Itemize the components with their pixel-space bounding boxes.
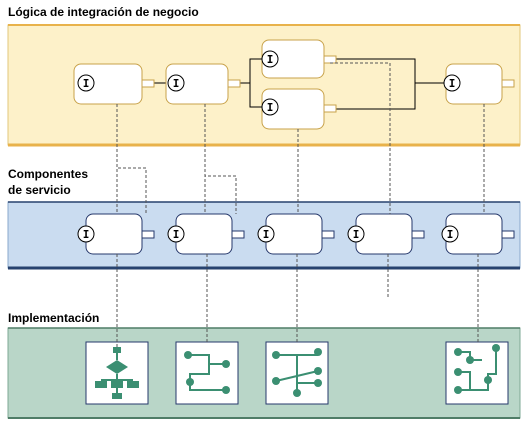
graph-2-node (272, 351, 280, 359)
service-component-3-interface-letter: I (263, 228, 270, 241)
graph-2-node (314, 379, 322, 387)
service-component-2-interface-icon (167, 225, 185, 243)
graph-3-node (454, 386, 462, 394)
service-component-3-interface-icon (257, 225, 275, 243)
business-component-b-interface-icon (167, 74, 185, 92)
business-component-a-reference (141, 79, 155, 88)
graph-1-edge-top (188, 354, 226, 365)
implementation-layer-background (7, 327, 521, 419)
business-component-b-reference (227, 79, 241, 88)
dependency-line-c (330, 62, 391, 214)
service-component-2-interface-letter: I (173, 228, 180, 241)
service-component-5[interactable]: I (441, 213, 515, 255)
graph-1-edge-bottom (189, 364, 226, 391)
service-component-5-reference (501, 230, 515, 239)
graph-3-node (484, 376, 492, 384)
implementation-title: Implementación (8, 311, 99, 325)
service-component-5-interface-icon (441, 225, 459, 243)
business-component-a-interface-letter: I (83, 77, 90, 90)
graph-2-node (314, 348, 322, 356)
service-component-5-interface-letter: I (447, 228, 454, 241)
service-component-1-reference (141, 230, 155, 239)
service-component-4-interface-letter: I (353, 228, 360, 241)
graph-3-edge (458, 348, 497, 391)
flowchart-step-left (95, 381, 107, 388)
business-wires (154, 58, 446, 110)
business-component-c-reference (323, 55, 337, 64)
service-component-3[interactable]: I (257, 213, 335, 255)
graph-2-node (293, 389, 301, 397)
flowchart-start-step (113, 347, 121, 353)
flowchart-step-middle (111, 381, 123, 388)
business-component-e-reference (501, 79, 515, 88)
graph-1-node (222, 386, 230, 394)
flowchart-decision-diamond (106, 360, 128, 374)
service-component-4-reference (411, 230, 425, 239)
graph-3-node (466, 356, 474, 364)
business-component-e-interface-icon (443, 74, 461, 92)
graph-1-node (186, 378, 194, 386)
graph-3-node (454, 348, 462, 356)
service-component-2-reference (231, 230, 245, 239)
graph-2-node (314, 367, 322, 375)
business-component-d-interface-icon (261, 98, 279, 116)
graph-3-node (454, 368, 462, 376)
service-components-title-line2: de servicio (8, 183, 71, 197)
business-logic-title: Lógica de integración de negocio (8, 5, 199, 19)
business-component-b-interface-letter: I (173, 77, 180, 90)
flowchart-step-right (127, 381, 139, 388)
implementation-graph-3[interactable] (445, 341, 509, 405)
dependency-lines (116, 62, 485, 347)
flowchart-end-step (112, 393, 122, 399)
graph-1-node (184, 351, 192, 359)
business-component-c[interactable]: I (261, 39, 337, 79)
business-component-b[interactable]: I (165, 63, 241, 105)
business-component-c-interface-letter: I (267, 53, 274, 66)
business-component-a-interface-icon (77, 74, 95, 92)
graph-1-node (222, 360, 230, 368)
service-component-4[interactable]: I (347, 213, 425, 255)
business-component-c-interface-icon (261, 50, 279, 68)
business-component-e[interactable]: I (443, 63, 515, 105)
wire-d-e (336, 83, 416, 110)
implementation-graph-1[interactable] (175, 341, 239, 405)
service-components-title-line1: Componentes (8, 167, 88, 181)
implementation-layer (7, 327, 521, 419)
service-component-1[interactable]: I (77, 213, 155, 255)
service-component-1-interface-icon (77, 225, 95, 243)
business-component-e-interface-letter: I (449, 77, 456, 90)
implementation-flowchart[interactable] (85, 341, 149, 405)
implementation-graph-2[interactable] (265, 341, 329, 405)
wire-b-c (240, 58, 262, 84)
graph-2-node (272, 377, 280, 385)
wire-b-d (249, 83, 262, 108)
service-component-4-interface-icon (347, 225, 365, 243)
wire-c-e (336, 58, 416, 83)
graph-3-node (492, 344, 500, 352)
service-component-3-reference (321, 230, 335, 239)
business-component-a[interactable]: I (73, 63, 155, 105)
service-component-2[interactable]: I (167, 213, 245, 255)
business-component-d-interface-letter: I (267, 101, 274, 114)
business-component-d[interactable]: I (261, 88, 337, 130)
service-component-1-interface-letter: I (83, 228, 90, 241)
business-component-d-reference (323, 104, 337, 113)
